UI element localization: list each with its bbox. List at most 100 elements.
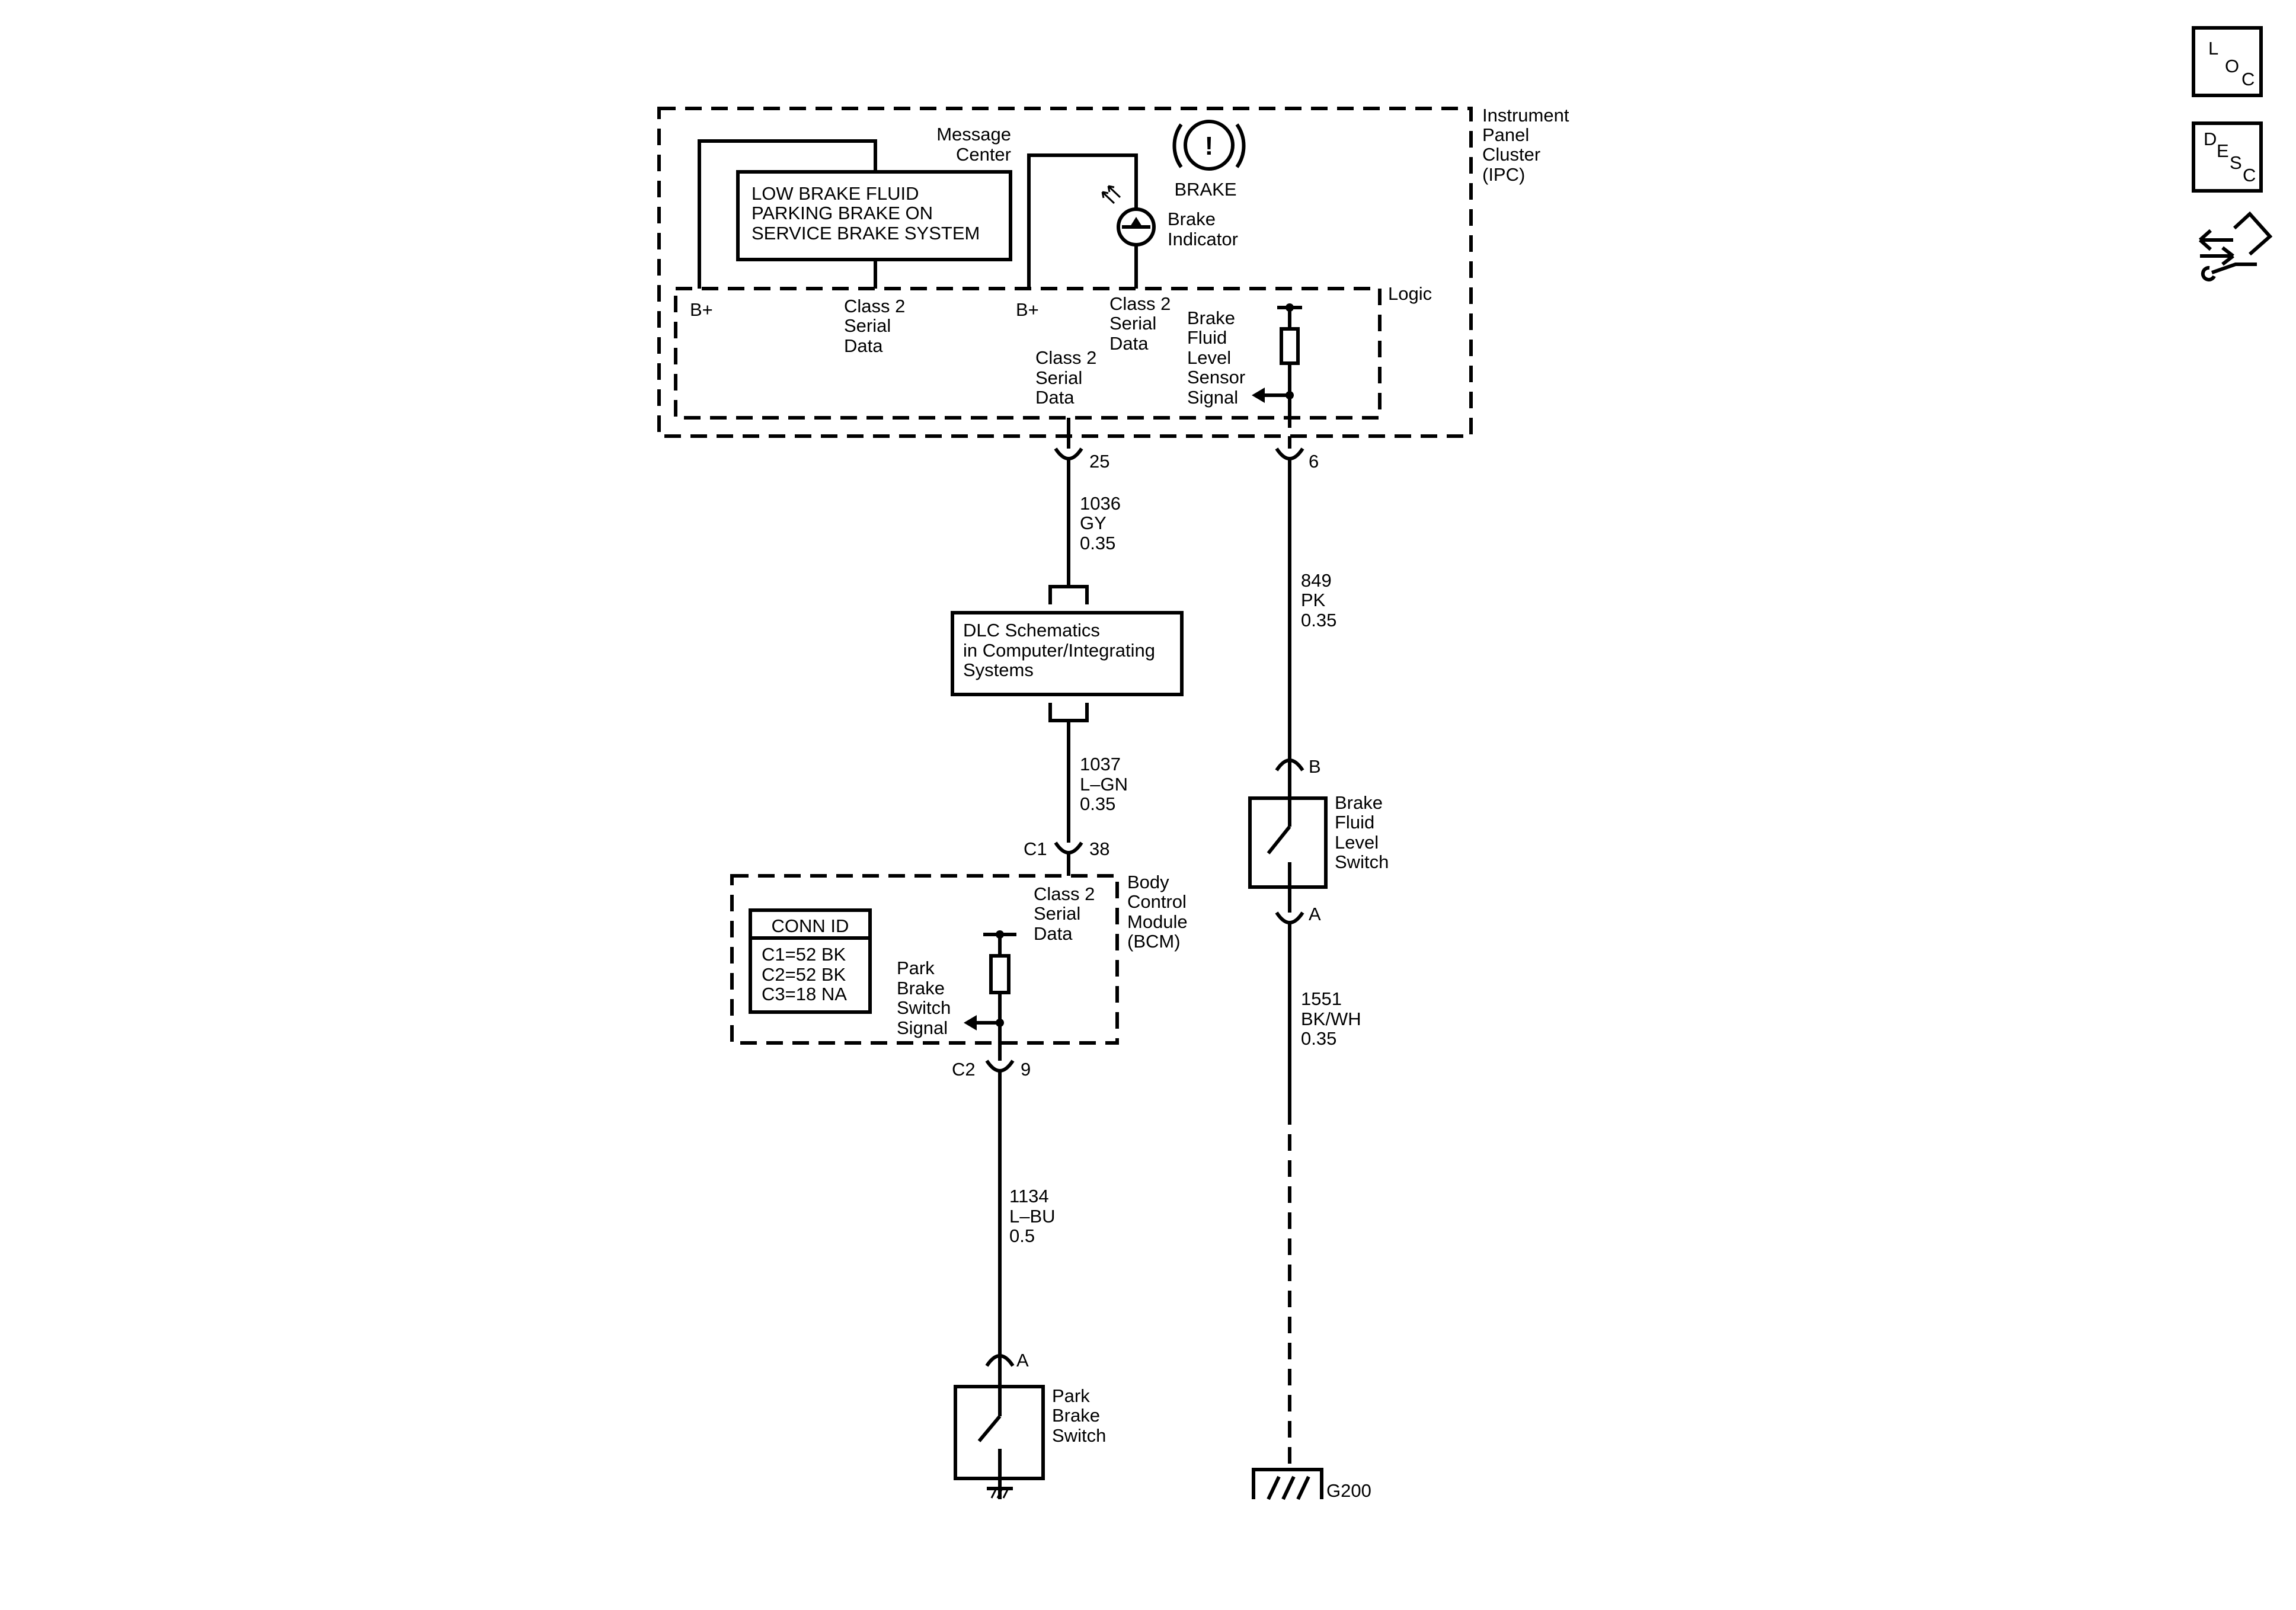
svg-text:DLC Schematics: DLC Schematics [963,620,1100,641]
svg-text:0.35: 0.35 [1080,793,1115,814]
bcm-pin-9: 9 [1021,1059,1031,1080]
svg-text:L–BU: L–BU [1009,1206,1056,1227]
bcm-serial-data-label: Class 2 Serial Data [1034,884,1095,944]
dlc-schematics-box[interactable] [951,611,1184,696]
dlc-schematics-label: DLC Schematics in Computer/Integrating S… [963,620,1155,680]
serial-data-label-1: Class 2 Serial Data [844,296,905,356]
desc-letter-s: S [2230,152,2242,173]
ipc-pin-6-connector [1275,447,1304,460]
svg-text:SERVICE BRAKE SYSTEM: SERVICE BRAKE SYSTEM [752,223,980,244]
conn-id-table: CONN ID C1=52 BK C2=52 BK C3=18 NA [749,908,872,1014]
bcm-label: Body Control Module (BCM) [1127,872,1188,952]
conn-id-row: C1=52 BK [762,944,846,965]
svg-text:1037: 1037 [1080,754,1121,774]
bcm-boundary [730,874,1119,1045]
conn-id-title: CONN ID [772,916,849,936]
svg-text:Serial: Serial [844,315,891,336]
svg-text:0.35: 0.35 [1080,533,1115,553]
bcm-connector-c1: C1 [1024,838,1047,859]
svg-text:0.35: 0.35 [1301,1028,1336,1049]
svg-text:L–GN: L–GN [1080,774,1128,795]
park-switch-label: Park Brake Switch [1052,1385,1106,1446]
dlc-top-connector [1048,585,1089,604]
svg-text:1551: 1551 [1301,988,1342,1009]
fluid-switch-pin-a: A [1309,904,1321,924]
svg-text:Brake: Brake [1335,792,1383,813]
bcm-pin-38: 38 [1089,838,1109,859]
ipc-pin-25: 25 [1089,451,1109,472]
svg-text:1134: 1134 [1009,1186,1049,1206]
logic-label: Logic [1388,283,1432,304]
fluid-switch-pin-b-connector [1275,758,1304,772]
bplus-label-2: B+ [1016,299,1039,320]
conn-id-row: C2=52 BK [762,964,846,985]
svg-text:in Computer/Integrating: in Computer/Integrating [963,640,1155,661]
chassis-ground-icon [987,1487,1013,1499]
svg-text:Data: Data [1035,387,1075,408]
svg-text:Center: Center [956,144,1011,165]
brake-indicator-bplus-wire [1027,153,1138,289]
bplus-label-1: B+ [690,299,713,320]
svg-text:LOW BRAKE FLUID: LOW BRAKE FLUID [752,183,919,204]
svg-text:Data: Data [844,335,883,356]
desc-letter-e: E [2217,140,2229,161]
loc-letter-l: L [2208,38,2218,59]
svg-text:Fluid: Fluid [1335,812,1374,833]
svg-text:Brake: Brake [1052,1405,1100,1426]
wire-1036-label: 1036 GY 0.35 [1080,493,1121,553]
svg-text:Class 2: Class 2 [1034,884,1095,904]
desc-letter-c: C [2243,165,2256,185]
svg-text:Data: Data [1109,333,1149,354]
ipc-pin-25-connector [1054,447,1083,460]
ground-g200-label: G200 [1326,1480,1371,1501]
svg-text:Switch: Switch [1052,1425,1106,1446]
svg-text:Systems: Systems [963,660,1034,680]
wire-849-label: 849 PK 0.35 [1301,570,1336,630]
serial-data-label-2: Class 2 Serial Data [1109,293,1171,354]
repair-procedure-icon[interactable] [2199,211,2273,281]
ipc-pin-6: 6 [1309,451,1319,472]
park-signal-label: Park Brake Switch Signal [897,958,951,1038]
svg-text:Serial: Serial [1109,313,1156,334]
park-switch-contact [977,1415,1002,1442]
svg-text:Park: Park [1052,1385,1090,1406]
park-signal-resistor [989,954,1011,994]
svg-text:GY: GY [1080,513,1107,533]
svg-text:!: ! [1205,132,1214,161]
svg-text:Message: Message [936,124,1011,145]
svg-text:Level: Level [1187,347,1231,368]
svg-text:Instrument: Instrument [1482,105,1569,126]
bcm-connector-c2: C2 [952,1059,976,1080]
loc-button[interactable]: L O C [2192,26,2263,97]
conn-id-row: C3=18 NA [762,984,847,1004]
fluid-switch-pin-a-connector [1275,911,1304,924]
svg-text:0.35: 0.35 [1301,610,1336,630]
wire-1037-label: 1037 L–GN 0.35 [1080,754,1128,814]
desc-letter-d: D [2204,129,2217,149]
bcm-c2-pin-9-connector [985,1060,1015,1073]
brake-indicator-lamp-icon [1101,185,1156,247]
fluid-switch-pin-b: B [1309,756,1321,777]
wire-1551-label: 1551 BK/WH 0.35 [1301,988,1361,1049]
svg-text:Switch: Switch [897,997,951,1018]
bcm-c1-pin-38-connector [1054,841,1083,854]
svg-text:Park: Park [897,958,935,978]
svg-text:BK/WH: BK/WH [1301,1009,1361,1029]
svg-text:Panel: Panel [1482,124,1529,145]
loc-letter-c: C [2241,69,2255,89]
fluid-switch-label: Brake Fluid Level Switch [1335,792,1389,872]
svg-text:PK: PK [1301,590,1326,610]
svg-text:Indicator: Indicator [1168,229,1238,249]
brake-warning-icon: ! [1172,120,1246,171]
svg-text:Switch: Switch [1335,852,1389,872]
svg-text:Module: Module [1127,911,1188,932]
svg-text:Brake: Brake [897,978,945,998]
svg-text:Brake: Brake [1187,308,1235,328]
svg-text:0.5: 0.5 [1009,1225,1035,1246]
desc-button[interactable]: D E S C [2192,121,2263,193]
fluid-switch-contact [1267,825,1291,854]
svg-text:Control: Control [1127,891,1187,912]
fluid-sensor-resistor [1280,327,1300,365]
svg-text:Serial: Serial [1035,367,1082,388]
svg-text:Cluster: Cluster [1482,144,1540,165]
